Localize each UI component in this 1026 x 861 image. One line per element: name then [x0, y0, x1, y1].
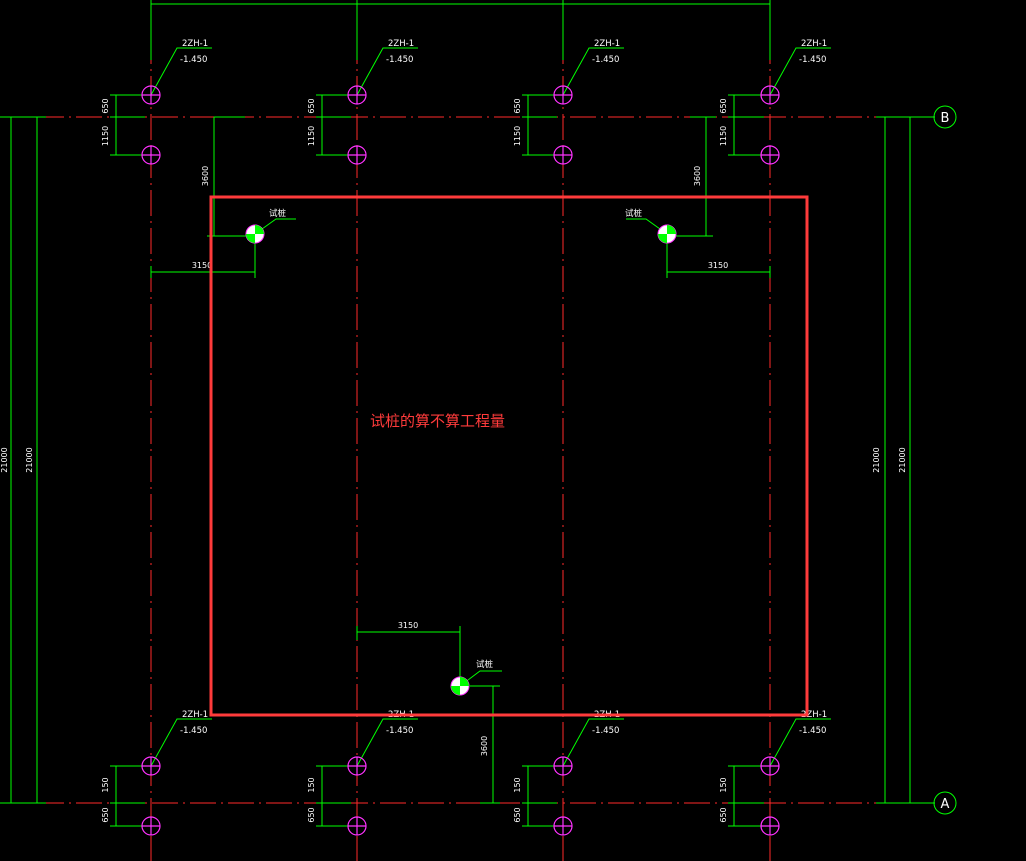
pile-name: 2ZH-1: [801, 39, 827, 49]
svg-text:650: 650: [101, 807, 110, 822]
pile-top-7: [760, 85, 780, 105]
dimension-lines: [0, 0, 935, 827]
pile-elevation: -1.450: [799, 55, 826, 65]
axis-lines: [0, 0, 935, 861]
pile-top-5: [553, 85, 573, 105]
svg-text:650: 650: [719, 807, 728, 822]
pile-top-6: [553, 145, 573, 165]
svg-text:21000: 21000: [0, 447, 9, 472]
axis-bubble-b: B: [933, 105, 957, 129]
pile-name: 2ZH-1: [801, 710, 827, 720]
pile-top-1: [141, 85, 161, 105]
pile-name: 2ZH-1: [388, 39, 414, 49]
svg-text:21000: 21000: [25, 447, 34, 472]
svg-text:150: 150: [719, 777, 728, 792]
svg-text:650: 650: [101, 98, 110, 113]
test-pile-1: [245, 224, 265, 244]
pile-leaders-bottom: [150, 718, 831, 767]
dim-text-top: 650 1150 650 1150 650 1150 650 1150: [101, 98, 728, 146]
svg-text:3600: 3600: [480, 736, 489, 756]
axis-label-b: B: [941, 111, 950, 126]
svg-text:1150: 1150: [101, 126, 110, 146]
pile-bottom-7: [760, 756, 780, 776]
pile-elevation: -1.450: [592, 726, 619, 736]
highlight-box: [209, 195, 809, 717]
svg-text:1150: 1150: [719, 126, 728, 146]
pile-top-3: [347, 85, 367, 105]
svg-text:3150: 3150: [708, 261, 728, 270]
pile-name: 2ZH-1: [182, 710, 208, 720]
annotation-text: 试桩的算不算工程量: [370, 412, 505, 430]
pile-elevation: -1.450: [180, 726, 207, 736]
dim-text-bottom: 150 650 150 650 150 650 150 650: [101, 777, 728, 822]
pile-labels-top: 2ZH-1 -1.450 2ZH-1 -1.450 2ZH-1 -1.450 2…: [180, 39, 827, 65]
pile-leaders-top: [150, 47, 831, 96]
axis-label-a: A: [941, 797, 950, 812]
svg-text:3600: 3600: [201, 166, 210, 186]
test-pile-label: 试桩: [476, 659, 494, 670]
svg-text:3600: 3600: [693, 166, 702, 186]
svg-text:21000: 21000: [898, 447, 907, 472]
top-row-dims: [110, 94, 764, 156]
pile-bottom-5: [553, 756, 573, 776]
pile-name: 2ZH-1: [594, 39, 620, 49]
svg-text:3150: 3150: [398, 621, 418, 630]
bottom-row-dims: [110, 765, 764, 827]
svg-text:150: 150: [101, 777, 110, 792]
axis-bubble-a: A: [933, 791, 957, 815]
svg-text:650: 650: [719, 98, 728, 113]
svg-text:650: 650: [307, 807, 316, 822]
pile-top-2: [141, 145, 161, 165]
test-pile-label: 试桩: [269, 208, 287, 219]
dim-text-misc: 3600 3150 3600 3150 3150 3600 21000 2100…: [0, 166, 907, 756]
pile-bottom-2: [141, 816, 161, 836]
svg-text:650: 650: [307, 98, 316, 113]
test-pile-2: [657, 224, 677, 244]
svg-text:1150: 1150: [513, 126, 522, 146]
svg-text:150: 150: [513, 777, 522, 792]
svg-text:650: 650: [513, 807, 522, 822]
svg-text:21000: 21000: [872, 447, 881, 472]
svg-text:1150: 1150: [307, 126, 316, 146]
pile-top-8: [760, 145, 780, 165]
piles: [141, 85, 780, 836]
pile-bottom-4: [347, 816, 367, 836]
pile-bottom-8: [760, 816, 780, 836]
pile-elevation: -1.450: [386, 55, 413, 65]
pile-top-4: [347, 145, 367, 165]
pile-elevation: -1.450: [592, 55, 619, 65]
svg-text:150: 150: [307, 777, 316, 792]
pile-elevation: -1.450: [799, 726, 826, 736]
svg-text:650: 650: [513, 98, 522, 113]
test-pile-3: [450, 676, 470, 696]
pile-bottom-6: [553, 816, 573, 836]
test-pile-label: 试桩: [625, 208, 643, 219]
pile-elevation: -1.450: [180, 55, 207, 65]
pile-name: 2ZH-1: [182, 39, 208, 49]
pile-bottom-1: [141, 756, 161, 776]
pile-bottom-3: [347, 756, 367, 776]
svg-text:3150: 3150: [192, 261, 212, 270]
pile-elevation: -1.450: [386, 726, 413, 736]
